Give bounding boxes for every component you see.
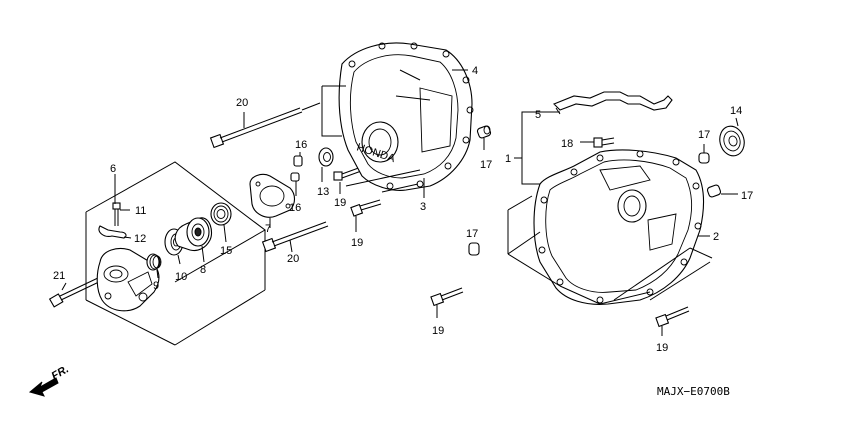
bolt-part-21 <box>48 276 102 308</box>
bolt-part-20-upper <box>209 107 303 149</box>
dowel-part-17-a <box>476 125 492 150</box>
dowel-part-16b <box>290 172 300 196</box>
callout-8: 8 <box>200 264 206 276</box>
pump-housing <box>96 247 160 312</box>
callout-1: 1 <box>505 153 511 165</box>
callout-7: 7 <box>265 223 271 235</box>
callout-20-upper: 20 <box>236 97 248 109</box>
callout-10: 10 <box>175 271 187 283</box>
callout-20-lower: 20 <box>287 253 299 265</box>
bolt-part-20-lower <box>261 221 329 253</box>
callout-19-center: 19 <box>334 197 346 209</box>
bolt-part-19-c <box>430 287 464 318</box>
callout-19-right-left: 19 <box>432 325 444 337</box>
callout-14: 14 <box>730 105 742 117</box>
gasket-part-7 <box>249 173 296 228</box>
dowel-part-16a <box>293 152 303 167</box>
callout-6: 6 <box>110 163 116 175</box>
left-assembly-box <box>85 161 266 346</box>
callout-13: 13 <box>317 186 329 198</box>
callout-3: 3 <box>420 201 426 213</box>
dowel-part-17-b <box>698 144 710 164</box>
callout-21: 21 <box>53 270 65 282</box>
bolt-part-18 <box>580 137 615 148</box>
engine-cover-part-4: HONDA <box>338 42 474 191</box>
callout-15: 15 <box>220 245 232 257</box>
callout-16-lower: 16 <box>289 202 301 214</box>
callout-17-right-lower: 17 <box>741 190 753 202</box>
bearing-part-15 <box>210 202 232 243</box>
callout-5: 5 <box>535 109 541 121</box>
spring-part-9 <box>146 253 162 279</box>
bolt-part-19-d <box>655 306 690 336</box>
hose-part-5 <box>553 91 673 115</box>
front-direction-label: FR. <box>50 363 71 382</box>
bolt-part-19-b <box>350 199 382 232</box>
callout-11: 11 <box>135 205 146 217</box>
callout-9: 9 <box>153 280 159 292</box>
seal-part-13 <box>318 147 334 182</box>
clip-part-12 <box>98 225 132 239</box>
callout-17-left: 17 <box>466 228 478 240</box>
bolt-part-11 <box>112 202 130 226</box>
front-direction-arrow-icon <box>28 377 59 397</box>
main-case-part-2 <box>533 149 705 305</box>
seal-part-14 <box>719 117 745 157</box>
dowel-part-17-c <box>706 184 738 198</box>
callout-16-upper: 16 <box>295 139 307 151</box>
callout-19-right: 19 <box>656 342 668 354</box>
pulley-part-8 <box>174 217 213 263</box>
callout-18: 18 <box>561 138 573 150</box>
callout-17-right-upper: 17 <box>698 129 710 141</box>
dowel-part-17-d <box>468 242 480 256</box>
callout-17-cover: 17 <box>480 159 492 171</box>
callout-4: 4 <box>472 65 478 77</box>
callout-2: 2 <box>713 231 719 243</box>
diagram-code: MAJX−E0700B <box>657 385 730 398</box>
callout-19-lower-center: 19 <box>351 237 363 249</box>
callout-12: 12 <box>134 233 146 245</box>
